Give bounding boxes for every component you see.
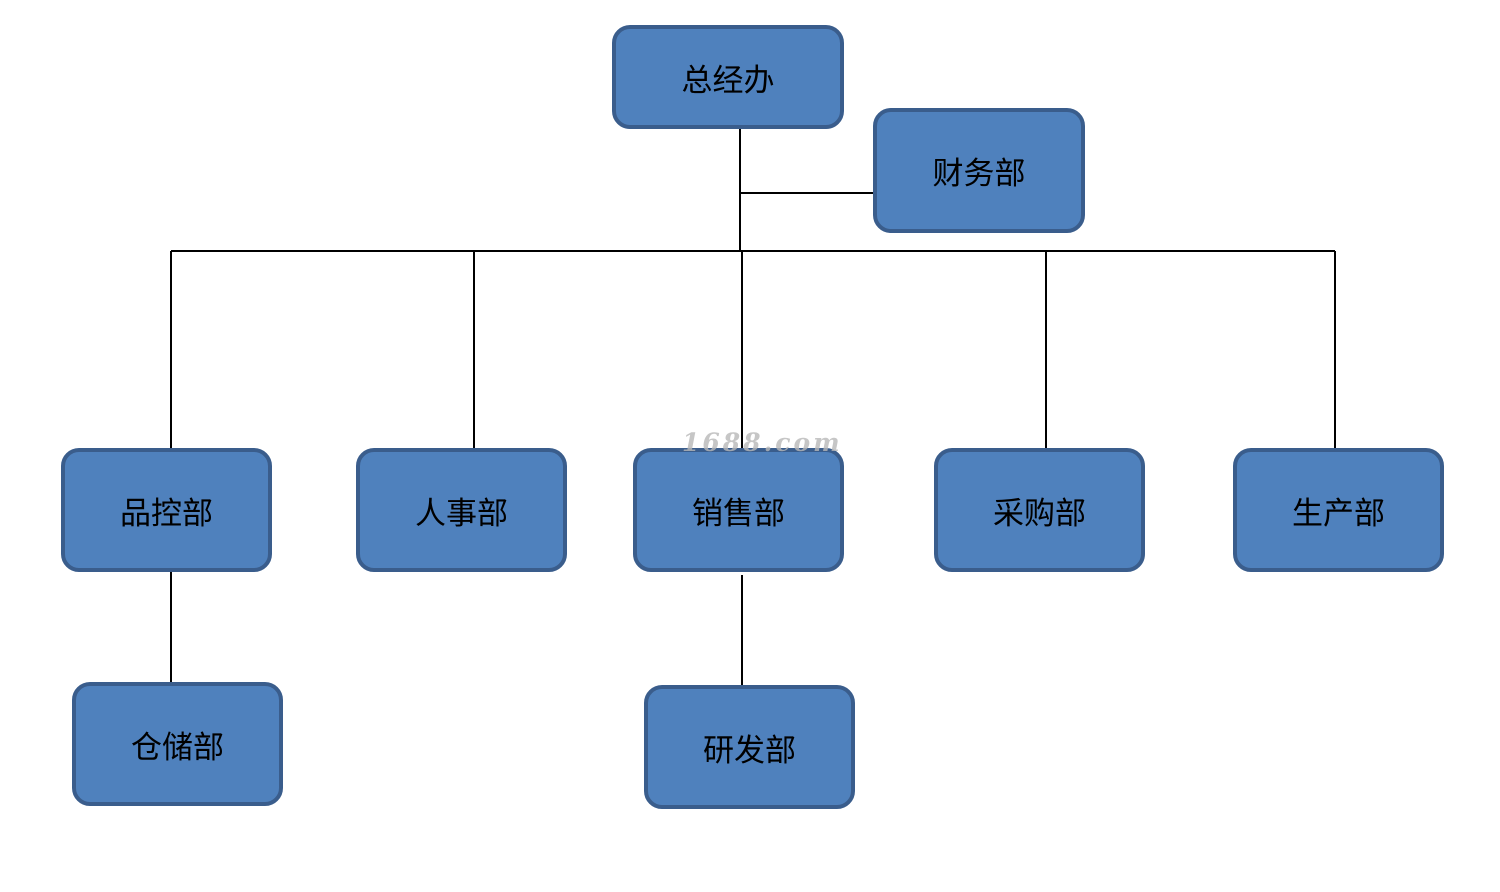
node-hr[interactable]: 人事部 [356, 448, 567, 572]
node-quality-control[interactable]: 品控部 [61, 448, 272, 572]
node-gm-office-label: 总经办 [681, 62, 775, 99]
node-rnd-label: 研发部 [703, 732, 796, 769]
node-quality-control-label: 品控部 [120, 495, 213, 532]
node-sales[interactable]: 销售部 [633, 448, 844, 572]
node-warehouse[interactable]: 仓储部 [72, 682, 283, 806]
node-production-label: 生产部 [1292, 495, 1385, 532]
watermark: 1688.com [682, 428, 843, 457]
node-sales-label: 销售部 [692, 495, 785, 532]
node-purchasing[interactable]: 采购部 [934, 448, 1145, 572]
node-rnd[interactable]: 研发部 [644, 685, 855, 809]
node-hr-label: 人事部 [415, 495, 508, 532]
node-production[interactable]: 生产部 [1233, 448, 1444, 572]
node-purchasing-label: 采购部 [993, 495, 1086, 532]
node-finance[interactable]: 财务部 [873, 108, 1085, 233]
node-gm-office[interactable]: 总经办 [612, 25, 844, 129]
node-warehouse-label: 仓储部 [131, 729, 224, 766]
node-finance-label: 财务部 [932, 156, 1026, 192]
